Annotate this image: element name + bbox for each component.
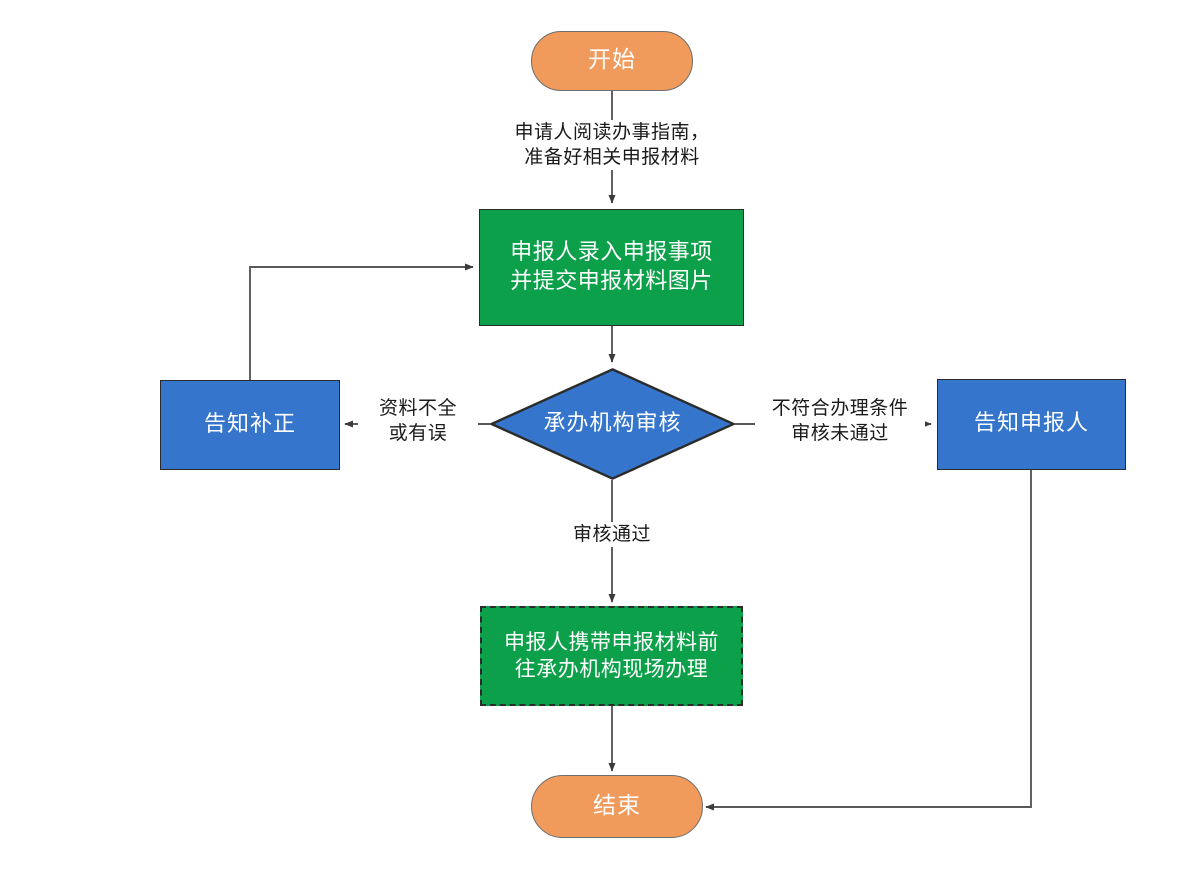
node-end-label: 结束 xyxy=(593,792,641,819)
node-review-decision-label: 承办机构审核 xyxy=(543,410,682,436)
node-notify-correction-label: 告知补正 xyxy=(203,411,296,437)
node-start-label: 开始 xyxy=(588,47,636,74)
node-notify-correction[interactable]: 告知补正 xyxy=(160,380,340,470)
node-notify-applicant[interactable]: 告知申报人 xyxy=(937,379,1126,470)
edge-applicant-to-end xyxy=(705,470,1032,811)
node-end[interactable]: 结束 xyxy=(531,775,703,838)
edge-label-incomplete: 资料不全 或有误 xyxy=(358,396,478,447)
node-notify-applicant-label: 告知申报人 xyxy=(973,411,1089,437)
edge-label-approved: 审核通过 xyxy=(552,522,672,548)
edge-correction-to-submit xyxy=(249,263,474,380)
node-start[interactable]: 开始 xyxy=(531,31,693,91)
node-onsite-processing[interactable]: 申报人携带申报材料前 往承办机构现场办理 xyxy=(480,606,743,706)
edge-label-prepare: 申请人阅读办事指南， 准备好相关申报材料 xyxy=(492,120,732,171)
node-submit-application-label: 申报人录入申报事项 并提交申报材料图片 xyxy=(510,239,713,294)
diamond-shape xyxy=(490,368,735,480)
node-review-decision[interactable]: 承办机构审核 xyxy=(490,368,735,480)
node-submit-application[interactable]: 申报人录入申报事项 并提交申报材料图片 xyxy=(479,209,744,326)
node-onsite-processing-label: 申报人携带申报材料前 往承办机构现场办理 xyxy=(504,629,719,681)
edge-label-rejected: 不符合办理条件 审核未通过 xyxy=(755,396,925,447)
